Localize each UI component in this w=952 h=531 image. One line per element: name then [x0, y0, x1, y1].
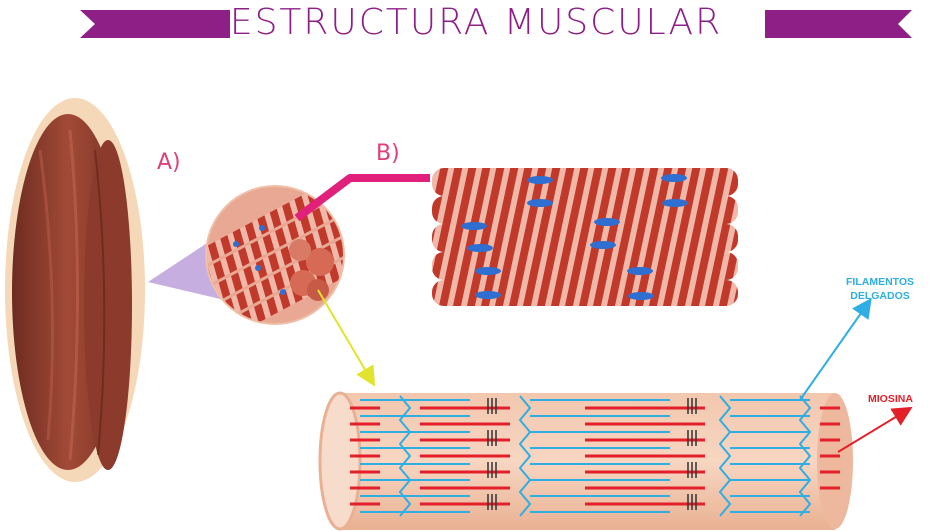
filamentos-arrow	[800, 306, 866, 400]
label-filamentos-delgados: FILAMENTOS DELGADOS	[846, 275, 914, 303]
myofibril-tube	[320, 393, 853, 530]
label-miosina: MIOSINA	[868, 393, 913, 405]
label-filamentos-line2: DELGADOS	[846, 289, 914, 303]
label-b: B)	[376, 141, 400, 166]
fascicle-bundle	[181, 180, 365, 341]
whole-muscle	[5, 98, 145, 482]
zoom-arrow	[318, 290, 370, 378]
label-a: A)	[157, 150, 181, 175]
label-filamentos-line1: FILAMENTOS	[846, 275, 914, 289]
muscle-fibers	[432, 168, 738, 306]
